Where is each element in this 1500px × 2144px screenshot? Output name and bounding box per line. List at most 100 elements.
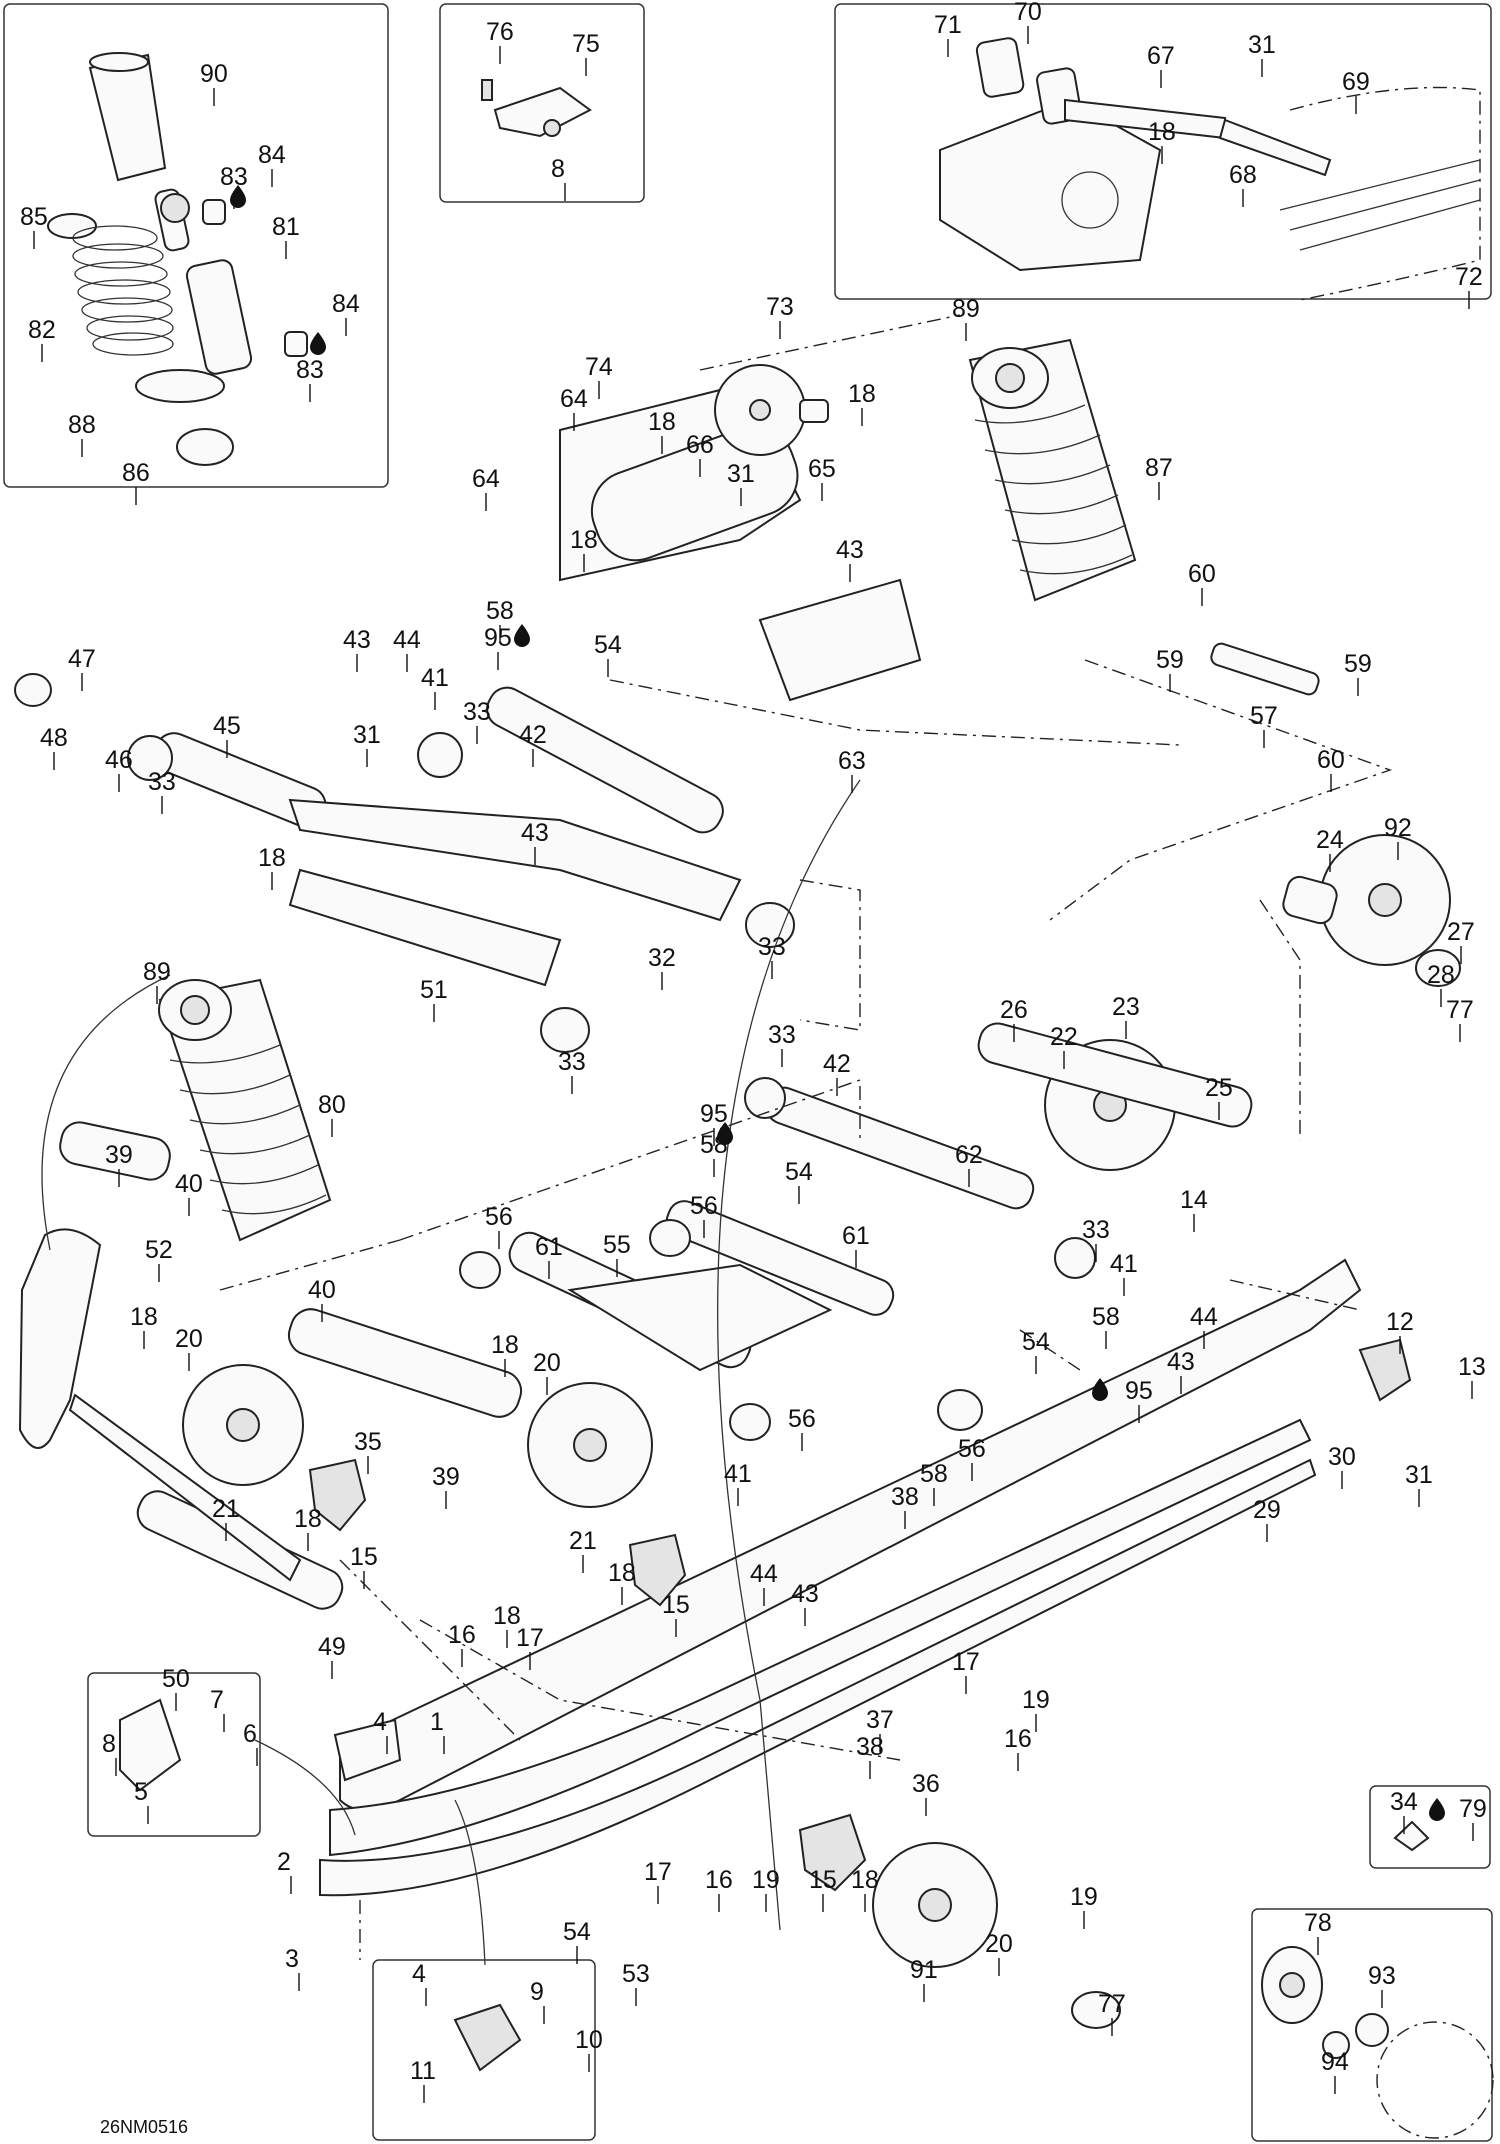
callout-13: 13 [1458, 1353, 1486, 1381]
callout-46: 46 [105, 746, 133, 774]
callout-72: 72 [1455, 263, 1483, 291]
callout-53: 53 [622, 1960, 650, 1988]
callout-31: 31 [1405, 1461, 1433, 1489]
callout-93: 93 [1368, 1962, 1396, 1990]
inset-front-link [834, 3, 1492, 300]
callout-48: 48 [40, 724, 68, 752]
callout-42: 42 [823, 1050, 851, 1078]
callout-77: 77 [1098, 1990, 1126, 2018]
callout-15: 15 [350, 1543, 378, 1571]
wheel-bearing-parts [1261, 1820, 1494, 2139]
callout-78: 78 [1304, 1909, 1332, 1937]
callout-54: 54 [785, 1158, 813, 1186]
callout-38: 38 [856, 1733, 884, 1761]
callout-44: 44 [393, 626, 421, 654]
callout-33: 33 [768, 1021, 796, 1049]
front-link-parts [939, 37, 1481, 301]
oil-drop-icon [230, 185, 246, 208]
shock-80 [59, 978, 332, 1242]
callout-25: 25 [1205, 1074, 1233, 1102]
callout-33: 33 [148, 768, 176, 796]
callout-91: 91 [910, 1956, 938, 1984]
callout-22: 22 [1050, 1023, 1078, 1051]
callout-58: 58 [486, 597, 514, 625]
callout-40: 40 [308, 1276, 336, 1304]
callout-18: 18 [608, 1559, 636, 1587]
callout-16: 16 [1004, 1725, 1032, 1753]
callout-23: 23 [1112, 993, 1140, 1021]
callout-54: 54 [563, 1918, 591, 1946]
callout-89: 89 [143, 958, 171, 986]
oil-drop-icon [717, 1122, 733, 1145]
callout-27: 27 [1447, 918, 1475, 946]
callout-37: 37 [866, 1706, 894, 1734]
callout-15: 15 [662, 1591, 690, 1619]
callout-79: 79 [1459, 1795, 1487, 1823]
callout-61: 61 [842, 1222, 870, 1250]
oil-drop-icon [1092, 1378, 1108, 1401]
callout-41: 41 [421, 664, 449, 692]
shock-spring-parts [47, 52, 308, 466]
callout-6: 6 [243, 1720, 257, 1748]
callout-84: 84 [258, 141, 286, 169]
callout-94: 94 [1321, 2048, 1349, 2076]
callout-92: 92 [1384, 814, 1412, 842]
callout-74: 74 [585, 353, 613, 381]
callout-90: 90 [200, 60, 228, 88]
callout-63: 63 [838, 747, 866, 775]
inset-stopper [439, 3, 645, 203]
callout-36: 36 [912, 1770, 940, 1798]
callout-21: 21 [569, 1527, 597, 1555]
callout-18: 18 [493, 1602, 521, 1630]
callout-51: 51 [420, 976, 448, 1004]
callout-29: 29 [1253, 1496, 1281, 1524]
shock-87 [968, 338, 1320, 696]
callout-19: 19 [1022, 1686, 1050, 1714]
callout-16: 16 [448, 1621, 476, 1649]
assembly-guide-lines [41, 314, 1393, 1966]
callout-45: 45 [213, 712, 241, 740]
callout-18: 18 [258, 844, 286, 872]
callout-49: 49 [318, 1633, 346, 1661]
callout-58: 58 [700, 1131, 728, 1159]
callout-26: 26 [1000, 996, 1028, 1024]
callout-83: 83 [296, 356, 324, 384]
callout-56: 56 [690, 1192, 718, 1220]
callout-8: 8 [551, 155, 565, 183]
callout-17: 17 [516, 1624, 544, 1652]
callout-80: 80 [318, 1091, 346, 1119]
inset-shock-spring [3, 3, 389, 488]
callout-1: 1 [430, 1708, 444, 1736]
callout-39: 39 [105, 1141, 133, 1169]
inset-grease-fitting [1369, 1785, 1491, 1869]
callout-64: 64 [560, 385, 588, 413]
oil-drop-icon [310, 332, 326, 355]
callout-84: 84 [332, 290, 360, 318]
callout-57: 57 [1250, 702, 1278, 730]
callout-18: 18 [570, 526, 598, 554]
inset-wheel-bearing [1251, 1908, 1493, 2142]
callout-50: 50 [162, 1665, 190, 1693]
callout-30: 30 [1328, 1443, 1356, 1471]
callout-43: 43 [1167, 1348, 1195, 1376]
callout-10: 10 [575, 2026, 603, 2054]
callout-42: 42 [519, 721, 547, 749]
callout-33: 33 [558, 1048, 586, 1076]
callout-88: 88 [68, 411, 96, 439]
callout-12: 12 [1386, 1308, 1414, 1336]
callout-87: 87 [1145, 454, 1173, 482]
callout-83: 83 [220, 163, 248, 191]
callout-39: 39 [432, 1463, 460, 1491]
callout-75: 75 [572, 30, 600, 58]
brackets [308, 1338, 1412, 2072]
callout-8: 8 [102, 1730, 116, 1758]
callout-18: 18 [851, 1866, 879, 1894]
callout-18: 18 [848, 380, 876, 408]
callout-56: 56 [958, 1435, 986, 1463]
callout-66: 66 [686, 431, 714, 459]
callout-44: 44 [750, 1560, 778, 1588]
inset-bracket [372, 1959, 596, 2141]
rear-arm-32 [14, 673, 795, 1053]
